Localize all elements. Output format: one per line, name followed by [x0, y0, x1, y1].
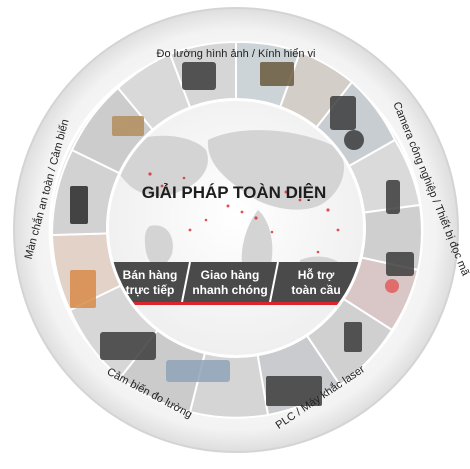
band-item-delivery-line2: nhanh chóng	[192, 283, 267, 297]
center-title: GIẢI PHÁP TOÀN DIỆN	[142, 183, 327, 202]
band-item-support-line2: toàn cầu	[291, 283, 340, 297]
ring-label-measurement-microscope: Đo lường hình ảnh / Kính hiển vi	[157, 48, 316, 60]
band-item-sales-line2: trực tiếp	[126, 283, 175, 297]
device-shapes	[70, 62, 414, 406]
band-item-sales: Bán hàng	[123, 268, 178, 282]
band-item-delivery: Giao hàng	[201, 268, 260, 282]
band-item-support: Hỗ trợ	[298, 267, 335, 282]
laser-accent	[385, 279, 399, 293]
network-dots	[148, 172, 340, 254]
services-band	[109, 261, 363, 305]
